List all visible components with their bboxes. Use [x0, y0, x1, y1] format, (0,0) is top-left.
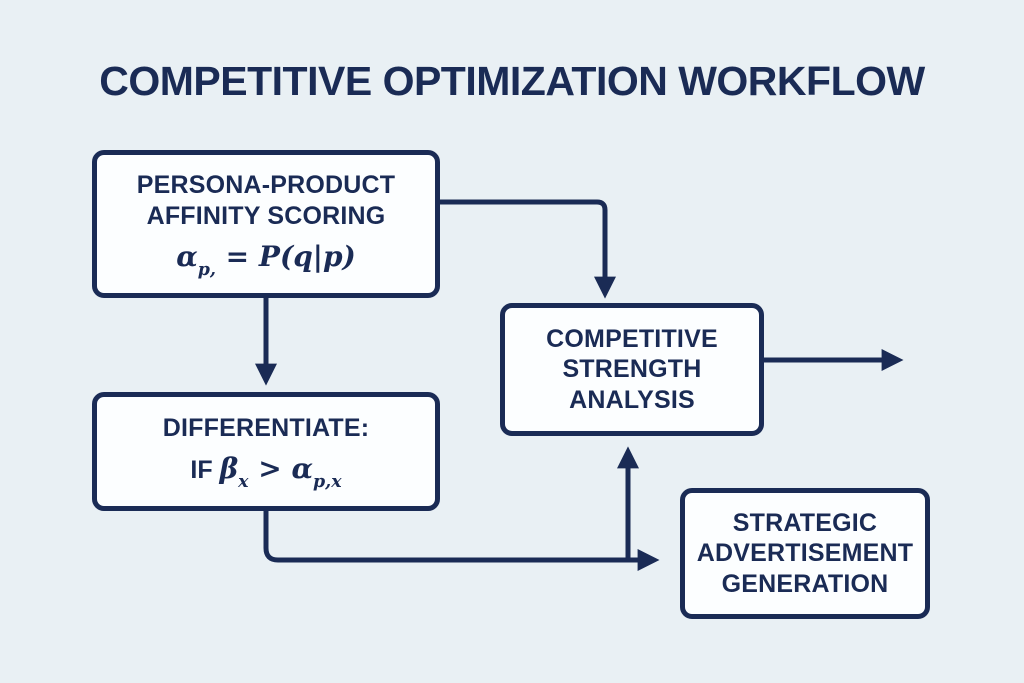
differentiate-formula-beta: β [219, 452, 239, 486]
differentiate-formula-alpha: α [291, 452, 314, 486]
differentiate-formula-gt: > [248, 452, 292, 486]
node-strength-label-line1: COMPETITIVE [546, 324, 718, 353]
node-persona-label: PERSONA-PRODUCT AFFINITY SCORING [137, 170, 396, 231]
node-competitive-strength-analysis: COMPETITIVE STRENGTH ANALYSIS [500, 303, 764, 436]
persona-formula-rhs: P(q|p) [258, 240, 356, 274]
persona-formula-alpha: α [176, 240, 198, 274]
differentiate-formula-alpha-subscript: p,x [313, 472, 342, 493]
node-strategic-label-line2: ADVERTISEMENT [696, 539, 914, 568]
persona-formula-alpha-subscript: p, [197, 259, 216, 280]
arrow-differentiate-to-strategic [263, 511, 660, 572]
node-persona-label-line1: PERSONA-PRODUCT [136, 171, 396, 200]
diagram-title: COMPETITIVE OPTIMIZATION WORKFLOW [99, 58, 925, 104]
persona-formula: αp, = P(q|p) [176, 240, 356, 280]
node-differentiate-label-line1: DIFFERENTIATE: [162, 413, 370, 442]
node-strategic-label-line3: GENERATION [721, 569, 889, 598]
node-strength-label-line3: ANALYSIS [569, 385, 695, 414]
node-strategic-label-line1: STRATEGIC [732, 508, 878, 537]
differentiate-if-label: IF [190, 456, 220, 485]
node-strength-label-line2: STRENGTH [562, 355, 702, 384]
arrow-persona-to-strength [440, 199, 617, 299]
node-persona-label-line2: AFFINITY SCORING [146, 201, 386, 230]
differentiate-formula-beta-subscript: x [238, 472, 249, 493]
persona-formula-equals: = [215, 240, 259, 274]
node-strategic-advertisement-generation: STRATEGIC ADVERTISEMENT GENERATION [680, 488, 930, 619]
node-differentiate: DIFFERENTIATE: IF βx > αp,x [92, 392, 440, 511]
node-differentiate-label: DIFFERENTIATE: [163, 413, 370, 444]
node-strength-label: COMPETITIVE STRENGTH ANALYSIS [546, 324, 718, 416]
node-strategic-label: STRATEGIC ADVERTISEMENT GENERATION [697, 508, 914, 600]
differentiate-formula: IF βx > αp,x [190, 452, 342, 493]
node-persona-product-affinity: PERSONA-PRODUCT AFFINITY SCORING αp, = P… [92, 150, 440, 298]
